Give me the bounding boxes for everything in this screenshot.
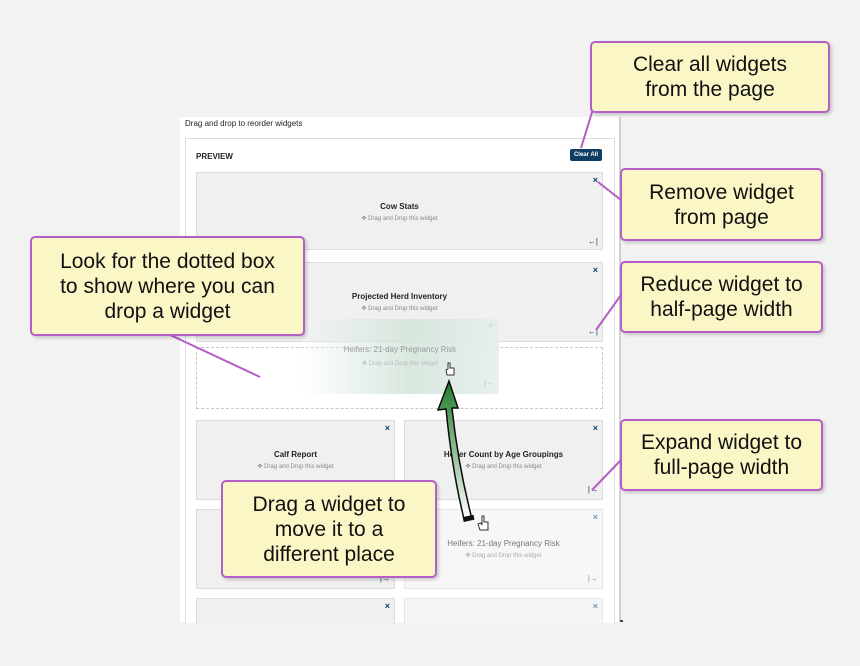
- reduce-width-icon[interactable]: ←|: [587, 237, 598, 246]
- callout-reduce-width: Reduce widget to half-page width: [620, 261, 823, 333]
- move-icon: ✥: [361, 216, 369, 222]
- widget-heifer-count[interactable]: Heifer Count by Age Groupings ✥ Drag and…: [404, 420, 603, 500]
- connector-remove: [597, 181, 622, 201]
- close-icon[interactable]: ×: [592, 601, 598, 611]
- panel-corner: [620, 620, 623, 622]
- connector-clear-all: [580, 108, 594, 149]
- hand-cursor-icon: [477, 515, 489, 531]
- callout-expand-width: Expand widget to full-page width: [620, 419, 823, 491]
- close-icon[interactable]: ×: [592, 512, 598, 522]
- widget-title: Projected Herd Inventory: [351, 292, 448, 301]
- panel-scrollbar-track[interactable]: [619, 117, 621, 622]
- widget-title: Cow Stats: [380, 202, 419, 211]
- widget-title: Heifers: 21-day Pregnancy Risk: [343, 345, 457, 354]
- drag-hint: ✥ Drag and Drop this widget: [361, 306, 438, 312]
- drag-hint: ✥ Drag and Drop this widget: [465, 553, 542, 559]
- reduce-width-icon[interactable]: ←|: [587, 327, 598, 336]
- connector-dotted: [165, 332, 261, 378]
- callout-dotted-box: Look for the dotted box to show where yo…: [30, 236, 305, 336]
- drag-hint: ✥ Drag and Drop this widget: [361, 216, 438, 222]
- move-icon: ✥: [257, 464, 265, 470]
- hand-cursor-icon: [445, 362, 455, 376]
- connector-reduce: [595, 294, 622, 331]
- callout-clear-all: Clear all widgets from the page: [590, 41, 830, 113]
- drag-hint: ✥ Drag and Drop this widget: [465, 464, 542, 470]
- reorder-instructions: Drag and drop to reorder widgets: [185, 119, 303, 128]
- close-icon[interactable]: ×: [592, 175, 598, 185]
- callout-drag-widget: Drag a widget to move it to a different …: [221, 480, 437, 578]
- expand-width-icon[interactable]: |→: [587, 574, 598, 583]
- close-icon: ×: [488, 321, 493, 330]
- connector-expand: [591, 459, 622, 491]
- close-icon[interactable]: ×: [592, 265, 598, 275]
- preview-title: PREVIEW: [196, 152, 233, 161]
- widget-stub-right[interactable]: ×: [404, 598, 603, 625]
- clear-all-button[interactable]: Clear All: [570, 149, 602, 161]
- widget-title: Heifer Count by Age Groupings: [443, 450, 564, 459]
- drag-hint: ✥ Drag and Drop this widget: [361, 361, 439, 367]
- expand-width-icon[interactable]: |→: [379, 574, 390, 583]
- move-icon: ✥: [465, 553, 473, 559]
- drag-hint: ✥ Drag and Drop this widget: [257, 464, 334, 470]
- close-icon[interactable]: ×: [384, 423, 390, 433]
- close-icon[interactable]: ×: [592, 423, 598, 433]
- dragging-widget-ghost[interactable]: × Heifers: 21-day Pregnancy Risk ✥ Drag …: [301, 319, 499, 394]
- move-icon: ✥: [361, 361, 369, 367]
- expand-width-icon: |→: [484, 380, 493, 387]
- widget-stub-left[interactable]: ×: [196, 598, 395, 625]
- move-icon: ✥: [361, 306, 369, 312]
- callout-remove-widget: Remove widget from page: [620, 168, 823, 241]
- widget-heifers-pregnancy-risk[interactable]: Heifers: 21-day Pregnancy Risk ✥ Drag an…: [404, 509, 603, 589]
- green-drag-arrow: [436, 378, 475, 522]
- close-icon[interactable]: ×: [384, 601, 390, 611]
- move-icon: ✥: [465, 464, 473, 470]
- widget-title: Calf Report: [273, 450, 318, 459]
- widget-title: Heifers: 21-day Pregnancy Risk: [447, 539, 560, 548]
